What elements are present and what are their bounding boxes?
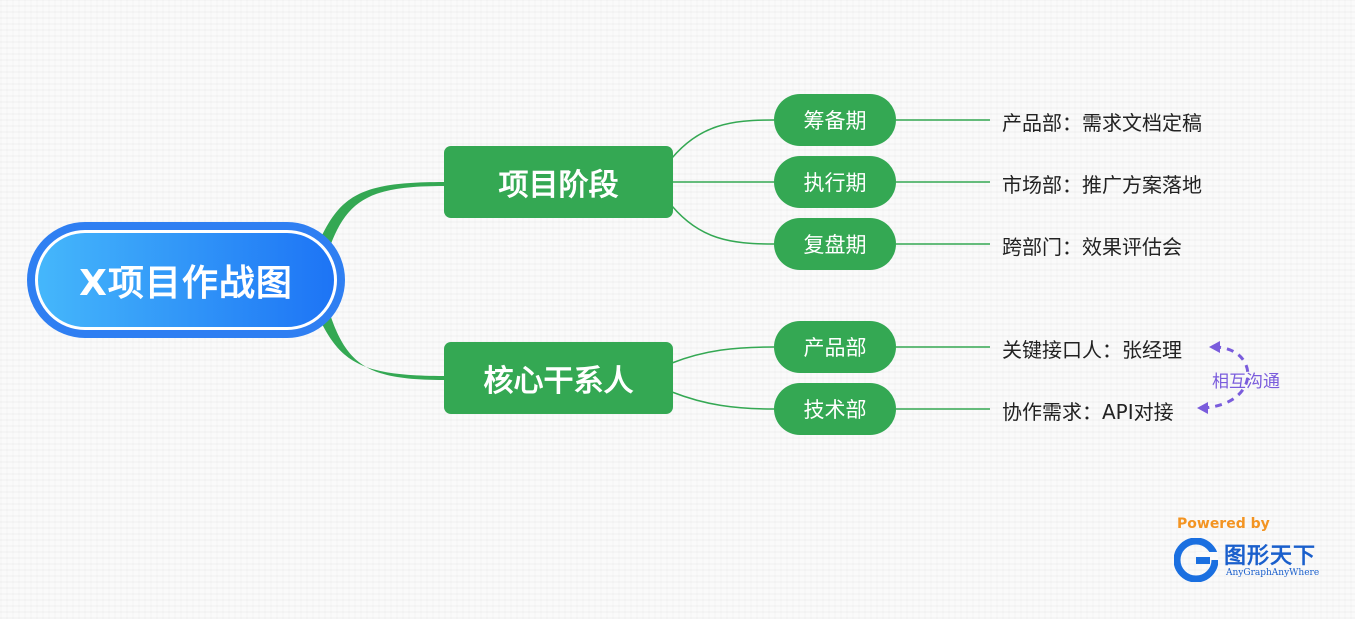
brand-tagline: AnyGraphAnyWhere xyxy=(1226,568,1320,578)
branch-stakeholders[interactable]: 核心干系人 xyxy=(444,342,673,414)
leaf-product[interactable]: 关键接口人：张经理 xyxy=(1002,338,1182,362)
leaf-review[interactable]: 跨部门：效果评估会 xyxy=(1002,235,1182,259)
root-link-stakeholders xyxy=(318,308,444,380)
link-product xyxy=(671,346,775,364)
logo-g-icon xyxy=(1174,538,1218,582)
root-link-project-phase xyxy=(318,182,444,252)
relation-arrow-top xyxy=(1209,341,1220,353)
node-prep[interactable]: 筹备期 xyxy=(774,94,896,146)
root-label: X项目作战图 xyxy=(79,263,293,304)
link-review xyxy=(671,205,775,245)
node-label: 产品部 xyxy=(803,336,867,360)
powered-by-text: Powered by xyxy=(1177,516,1270,532)
node-review[interactable]: 复盘期 xyxy=(774,218,896,270)
branch-label: 核心干系人 xyxy=(483,364,634,399)
relation-label[interactable]: 相互沟通 xyxy=(1212,372,1280,392)
root-node-inner: X项目作战图 xyxy=(35,230,337,330)
link-tech xyxy=(671,391,775,410)
brand-name: 图形天下 xyxy=(1224,544,1317,569)
leaf-prep[interactable]: 产品部：需求文档定稿 xyxy=(1002,111,1202,135)
node-product[interactable]: 产品部 xyxy=(774,321,896,373)
node-label: 执行期 xyxy=(803,171,867,195)
branch-project-phase[interactable]: 项目阶段 xyxy=(444,146,673,218)
relation-arrow-bottom xyxy=(1197,402,1208,414)
watermark: Powered by 图形天下 AnyGraphAnyWhere xyxy=(1174,516,1334,582)
node-exec[interactable]: 执行期 xyxy=(774,156,896,208)
relation-arc xyxy=(1201,345,1250,410)
node-tech[interactable]: 技术部 xyxy=(774,383,896,435)
branch-label: 项目阶段 xyxy=(498,168,619,203)
link-prep xyxy=(671,119,775,159)
leaf-exec[interactable]: 市场部：推广方案落地 xyxy=(1002,173,1202,197)
root-node[interactable]: X项目作战图 xyxy=(27,222,345,338)
leaf-tech[interactable]: 协作需求：API对接 xyxy=(1002,400,1174,424)
node-label: 技术部 xyxy=(803,398,867,422)
node-label: 筹备期 xyxy=(803,109,867,133)
node-label: 复盘期 xyxy=(803,233,867,257)
